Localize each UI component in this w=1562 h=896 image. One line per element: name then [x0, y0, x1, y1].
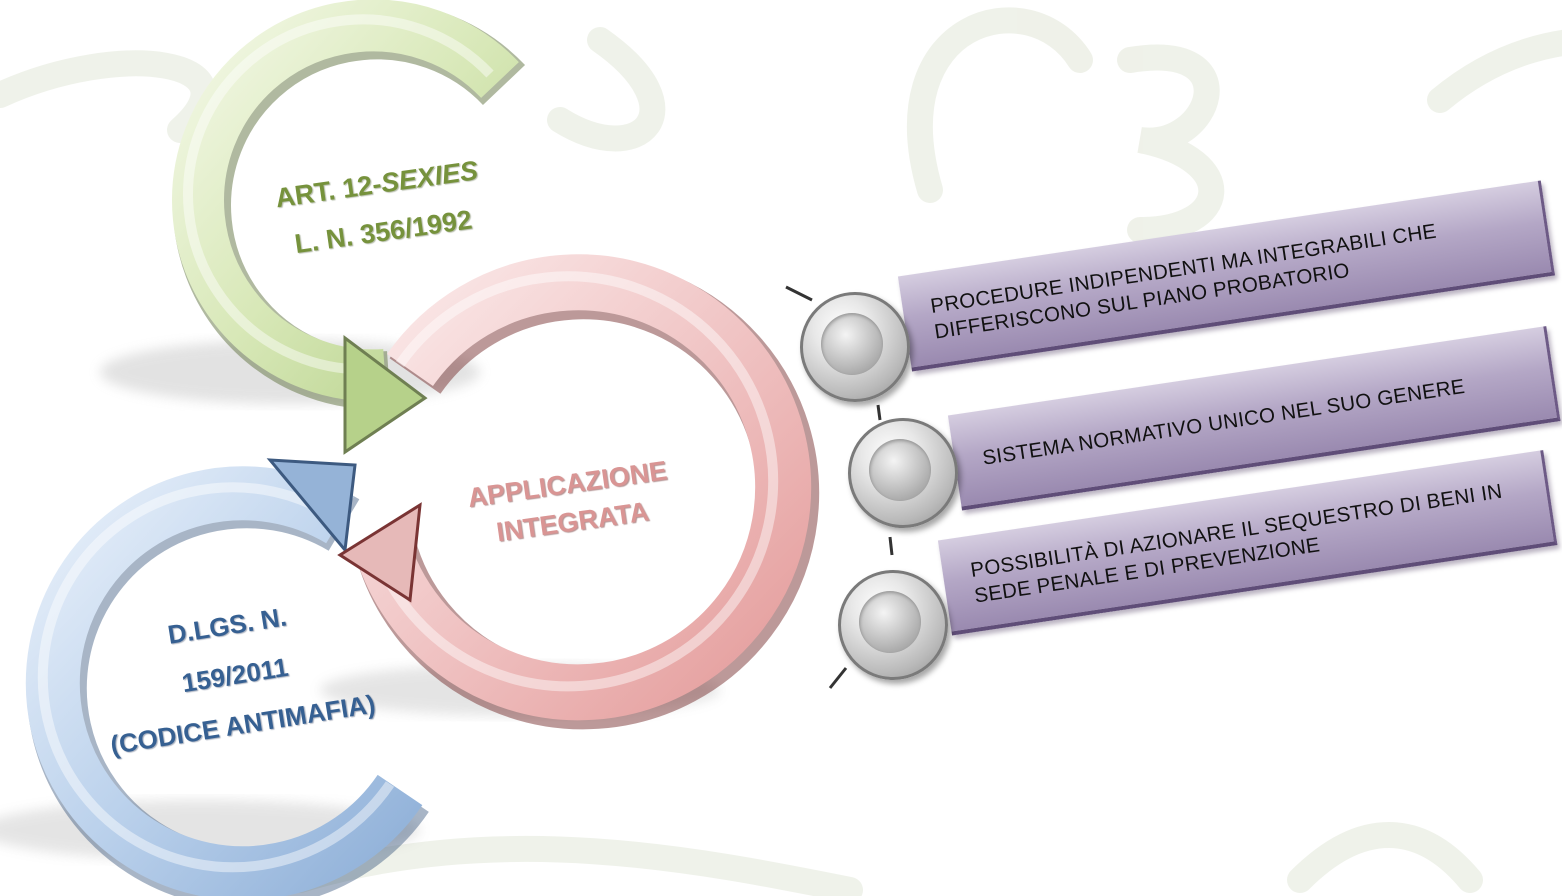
red-arrow-arc [337, 254, 820, 730]
bullet-knob-icon [800, 292, 910, 402]
list-connector [785, 285, 894, 689]
green-arrow-arc [172, 0, 526, 455]
bullet-knob-icon [848, 418, 958, 528]
green-label-line1: ART. 12- [273, 168, 384, 214]
blue-arrow-arc [25, 458, 429, 896]
bullet-knob-icon [838, 570, 948, 680]
green-label-italic: SEXIES [379, 155, 480, 199]
